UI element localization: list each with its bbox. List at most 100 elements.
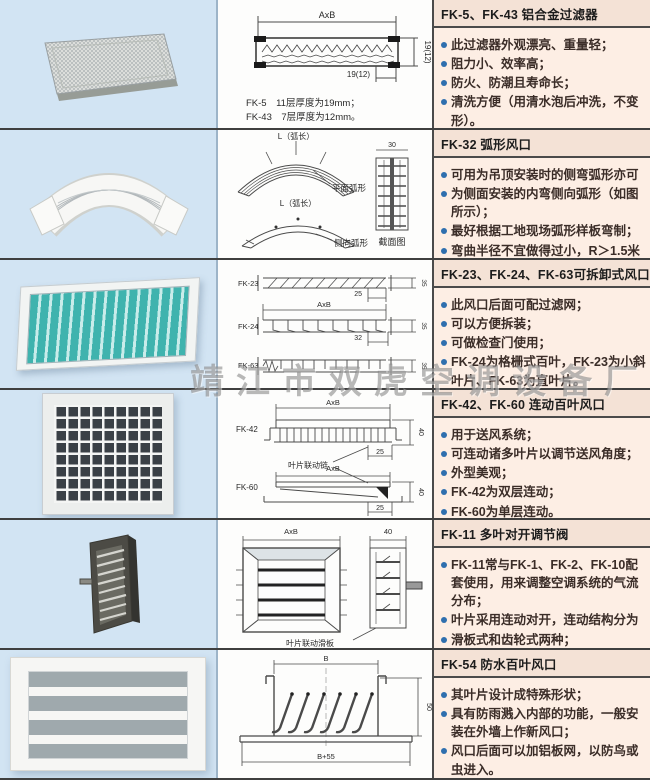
feature-list: 此风口后面可配过滤网； 可以方便拆装； 可做检查门使用； FK-24为格栅式百叶… bbox=[434, 288, 650, 388]
bullet-dot-icon bbox=[441, 470, 447, 477]
feature-item: 防火、防潮且寿命长； bbox=[451, 76, 577, 91]
bullet-dot-icon bbox=[441, 692, 447, 698]
product-title: FK-32 弧形风口 bbox=[434, 130, 650, 158]
feature-list: 用于送风系统； 可连动诸多叶片以调节送风角度； 外型美观； FK-42为双层连动… bbox=[434, 418, 650, 518]
product-photo-arc-grille bbox=[0, 130, 218, 258]
bullet-dot-icon bbox=[441, 228, 447, 235]
product-info-fk54: FK-54 防水百叶风口 其叶片设计成特殊形状； 具有防雨溅入内部的功能，一般安… bbox=[432, 650, 650, 778]
fk32-drawing: L（弧长） 平面弧形 L（弧长） 侧向弧形 30 截面图 bbox=[237, 131, 409, 249]
bullet-dot-icon bbox=[441, 80, 447, 87]
product-info-fk32: FK-32 弧形风口 可用为吊顶安装时的侧弯弧形亦可 为侧面安装的内弯侧向弧形（… bbox=[432, 130, 650, 258]
feature-item: 外型美观； bbox=[451, 466, 514, 481]
model-label-fk60: FK-60 bbox=[236, 483, 258, 492]
feature-item: FK-42为双层连动； bbox=[451, 485, 561, 500]
fk11-drawing: AxB 40 叶片联动滑板 bbox=[236, 527, 423, 648]
dim-b55: B+55 bbox=[317, 752, 335, 761]
product-row-fk5: AxB 19(12) 19(12) FK-5 11层厚度为19mm； FK-43… bbox=[0, 0, 650, 130]
dim-axb-1: AxB bbox=[326, 398, 340, 407]
product-row-fk32: L（弧长） 平面弧形 L（弧长） 侧向弧形 30 截面图 FK-32 弧形风口 … bbox=[0, 130, 650, 260]
model-label-fk42: FK-42 bbox=[236, 425, 258, 434]
bullet-dot-icon bbox=[441, 432, 447, 438]
feature-item: 风口后面可以加铝板网，以防鸟或虫进入。 bbox=[451, 744, 639, 777]
feature-item: FK-60为单层连动。 bbox=[451, 504, 561, 519]
product-row-fk54: B 50 B+55 FK-54 防水百叶风口 其叶片设计成特殊形状； 具有防雨溅… bbox=[0, 650, 650, 780]
bullet-dot-icon bbox=[441, 636, 447, 643]
model-label-fk63: FK-63 bbox=[238, 361, 258, 370]
bullet-dot-icon bbox=[441, 748, 447, 755]
curved-arc-grille-photo bbox=[29, 173, 189, 237]
feature-item: 最好根据工地现场弧形样板弯制； bbox=[451, 224, 639, 239]
product-row-fk23: FK-23 25 FK-24 AxB 32 FK-63 35 35 35 FK-… bbox=[0, 260, 650, 390]
fk5-drawing: AxB 19(12) 19(12) FK-5 11层厚度为19mm； FK-43… bbox=[246, 10, 432, 123]
technical-drawing-fk54: B 50 B+55 bbox=[218, 650, 432, 778]
bullet-dot-icon bbox=[441, 247, 447, 254]
bullet-dot-icon bbox=[441, 340, 447, 347]
section-width-dim: 30 bbox=[388, 142, 396, 149]
dim-height-3: 35 bbox=[420, 362, 427, 370]
technical-drawing-fk42: FK-42 AxB 40 25 叶片联动链 FK-60 AxB 40 25 bbox=[218, 390, 432, 518]
dim-depth-side: 40 bbox=[384, 527, 392, 536]
fk54-drawing: B 50 B+55 bbox=[239, 654, 432, 766]
product-title: FK-42、FK-60 连动百叶风口 bbox=[434, 390, 650, 418]
dim-25: 25 bbox=[354, 291, 362, 298]
dim-thickness-right: 19(12) bbox=[423, 40, 432, 63]
bullet-dot-icon bbox=[441, 359, 447, 366]
model-label-fk23: FK-23 bbox=[238, 279, 258, 288]
feature-item: FK-24为格栅式百叶，FK-23为小斜叶片、FK-63为直叶片。 bbox=[451, 355, 646, 388]
bullet-dot-icon bbox=[441, 321, 447, 328]
bullet-dot-icon bbox=[441, 711, 447, 718]
technical-drawing-fk5: AxB 19(12) 19(12) FK-5 11层厚度为19mm； FK-43… bbox=[218, 0, 432, 128]
dim-32: 32 bbox=[354, 335, 362, 342]
bullet-dot-icon bbox=[441, 508, 447, 515]
arc2-length-dim: L（弧长） bbox=[280, 198, 316, 208]
product-title: FK-54 防水百叶风口 bbox=[434, 650, 650, 678]
technical-drawing-fk11: AxB 40 叶片联动滑板 bbox=[218, 520, 432, 648]
dim-25-2: 25 bbox=[376, 505, 384, 512]
dim-thickness: 19(12) bbox=[347, 70, 370, 79]
waterproof-louver-photo bbox=[10, 657, 206, 771]
product-row-fk11: AxB 40 叶片联动滑板 FK-11 多叶对开调节阀 FK-11常与FK-1、… bbox=[0, 520, 650, 650]
opposed-blade-damper-photo bbox=[79, 534, 140, 634]
fk23-drawing: FK-23 25 FK-24 AxB 32 FK-63 35 35 35 bbox=[238, 275, 427, 375]
section-view-label: 截面图 bbox=[378, 236, 405, 247]
bullet-dot-icon bbox=[441, 302, 447, 308]
aluminum-mesh-filter-photo bbox=[44, 33, 178, 101]
bullet-dot-icon bbox=[441, 562, 447, 568]
product-photo-waterproof-louver bbox=[0, 650, 218, 778]
drawing-note-2: FK-43 7层厚度为12mm。 bbox=[246, 111, 361, 123]
slide-plate-label: 叶片联动滑板 bbox=[286, 638, 334, 648]
product-info-fk11: FK-11 多叶对开调节阀 FK-11常与FK-1、FK-2、FK-10配套使用… bbox=[432, 520, 650, 648]
bullet-dot-icon bbox=[441, 191, 447, 198]
arc2-label: 侧向弧形 bbox=[334, 238, 369, 248]
feature-item: 可做检查门使用； bbox=[451, 336, 552, 351]
dim-40-1: 40 bbox=[417, 428, 424, 436]
dim-40-2: 40 bbox=[417, 488, 424, 496]
feature-item: FK-11常与FK-1、FK-2、FK-10配套使用，用来调整空调系统的气流分布… bbox=[451, 558, 639, 609]
bullet-dot-icon bbox=[441, 617, 447, 624]
feature-list: 此过滤器外观漂亮、重量轻； 阻力小、效率高； 防火、防潮且寿命长； 清洗方便（用… bbox=[434, 28, 650, 128]
bullet-dot-icon bbox=[441, 489, 447, 496]
feature-list: 其叶片设计成特殊形状； 具有防雨溅入内部的功能，一般安装在外墙上作新风口； 风口… bbox=[434, 678, 650, 778]
feature-item: 此过滤器外观漂亮、重量轻； bbox=[451, 38, 614, 52]
dim-height-1: 35 bbox=[420, 279, 427, 287]
dim-axb-2: AxB bbox=[326, 464, 340, 473]
feature-item: 滑板式和齿轮式两种； bbox=[451, 632, 577, 647]
teal-louver-grille-photo bbox=[15, 277, 201, 371]
dim-axb: AxB bbox=[319, 10, 336, 20]
feature-item: 可用为吊顶安装时的侧弯弧形亦可 bbox=[451, 168, 639, 182]
feature-item: 清洗方便（用清水泡后冲洗，不变形）。 bbox=[451, 95, 639, 128]
feature-item: 其叶片设计成特殊形状； bbox=[451, 688, 589, 702]
technical-drawing-fk23: FK-23 25 FK-24 AxB 32 FK-63 35 35 35 bbox=[218, 260, 432, 388]
product-row-fk42: FK-42 AxB 40 25 叶片联动链 FK-60 AxB 40 25 FK… bbox=[0, 390, 650, 520]
product-photo-teal-grille bbox=[0, 260, 218, 388]
product-title: FK-5、FK-43 铝合金过滤器 bbox=[434, 0, 650, 28]
dim-25-1: 25 bbox=[376, 449, 384, 456]
dim-50: 50 bbox=[425, 703, 432, 711]
dim-b: B bbox=[323, 654, 328, 663]
feature-item: 弯曲半径不宜做得过小，R＞1.5米为宜。 bbox=[451, 243, 640, 258]
bullet-dot-icon bbox=[441, 42, 447, 48]
drawing-note-1: FK-5 11层厚度为19mm； bbox=[246, 97, 360, 109]
dim-axb-front: AxB bbox=[284, 527, 298, 536]
technical-drawing-fk32: L（弧长） 平面弧形 L（弧长） 侧向弧形 30 截面图 bbox=[218, 130, 432, 258]
